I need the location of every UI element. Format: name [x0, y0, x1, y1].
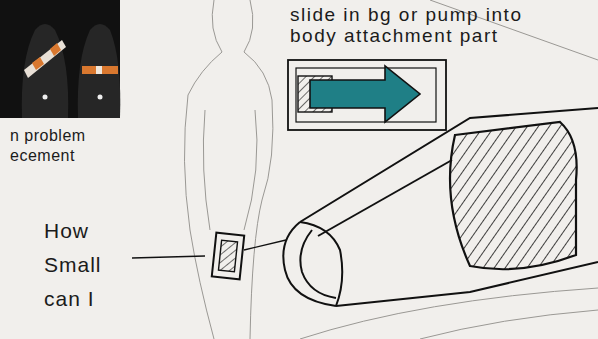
cut-note: n problem ecement [10, 126, 100, 166]
leader-line [132, 256, 205, 258]
wrist-band [132, 233, 286, 280]
body-outline [184, 0, 598, 339]
question-note: How Small can I [44, 214, 128, 316]
design-note: slide in bg or pump into body attachment… [290, 4, 568, 46]
band-enlarged [283, 108, 598, 306]
attachment-sketch [288, 60, 446, 130]
reference-photo [0, 0, 120, 118]
